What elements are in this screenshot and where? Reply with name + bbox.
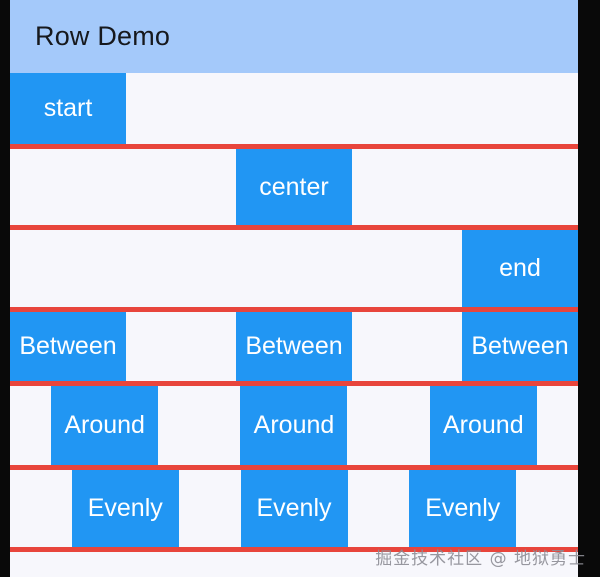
row-main-axis-space-between: Between Between Between: [10, 312, 578, 386]
page-title: Row Demo: [35, 21, 171, 51]
row-item-box[interactable]: Around: [429, 386, 537, 465]
row-item-box[interactable]: Around: [240, 386, 348, 465]
row-item-box[interactable]: Between: [10, 312, 126, 381]
row-item-box[interactable]: start: [10, 73, 126, 144]
bottom-filler: [10, 552, 578, 577]
row-item-box[interactable]: Evenly: [240, 470, 348, 547]
rows-area: start center end Between Between Between…: [10, 73, 578, 577]
row-main-axis-end: end: [10, 230, 578, 312]
row-main-axis-center: center: [10, 149, 578, 230]
row-item-box[interactable]: end: [462, 230, 578, 307]
row-item-box[interactable]: Around: [51, 386, 159, 465]
row-item-box[interactable]: center: [236, 149, 352, 225]
row-item-box[interactable]: Between: [236, 312, 352, 381]
row-item-box[interactable]: Between: [462, 312, 578, 381]
row-main-axis-space-evenly: Evenly Evenly Evenly: [10, 470, 578, 552]
row-item-box[interactable]: Evenly: [409, 470, 517, 547]
row-main-axis-start: start: [10, 73, 578, 149]
app-screen: Row Demo start center end Between Betwee…: [10, 0, 578, 577]
row-main-axis-space-around: Around Around Around: [10, 386, 578, 470]
row-item-box[interactable]: Evenly: [71, 470, 179, 547]
app-bar: Row Demo: [10, 0, 578, 73]
